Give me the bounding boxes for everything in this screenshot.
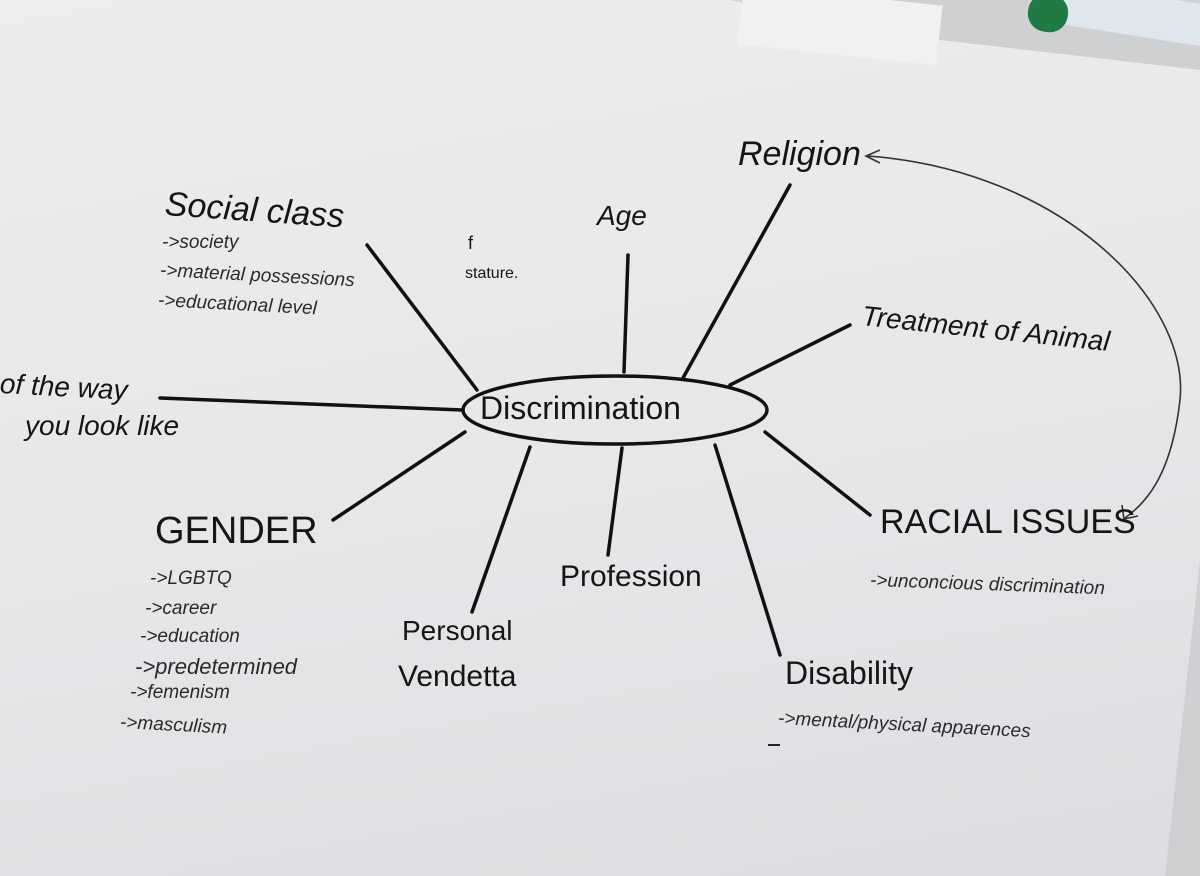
node-age: Age: [597, 200, 647, 231]
connector-vendetta: [470, 445, 532, 614]
node-vendetta-line1: Personal: [402, 615, 513, 646]
connector-animals: [728, 323, 852, 387]
center-label: Discrimination: [480, 390, 681, 426]
social-class-item: ->society: [162, 232, 239, 253]
node-gender: GENDER: [155, 510, 318, 552]
node-racial: RACIAL ISSUES: [880, 503, 1136, 541]
connector-religion: [681, 183, 792, 380]
connector-age: [622, 253, 630, 374]
gender-item: ->femenism: [130, 682, 230, 703]
connector-disability: [713, 443, 782, 657]
gender-item: ->career: [145, 598, 217, 619]
connector-profession: [606, 446, 624, 557]
node-religion: Religion: [738, 135, 861, 173]
gender-item: ->education: [140, 626, 240, 647]
connector-social-class: [365, 243, 479, 392]
node-disability: Disability: [785, 655, 914, 691]
religion-racial-arrow: [864, 149, 1182, 520]
connector-looks: [158, 396, 464, 412]
connector-gender: [331, 430, 467, 522]
gender-item: ->LGBTQ: [150, 568, 232, 589]
gender-item: ->predetermined: [135, 654, 298, 679]
stature-mark: f: [468, 233, 474, 253]
connector-racial: [763, 430, 872, 517]
node-looks-line1: of the way: [0, 368, 129, 406]
node-vendetta-line2: Vendetta: [398, 660, 517, 693]
node-profession: Profession: [560, 560, 702, 593]
node-stature: stature.: [465, 265, 519, 282]
node-looks-line2: you look like: [25, 410, 180, 441]
